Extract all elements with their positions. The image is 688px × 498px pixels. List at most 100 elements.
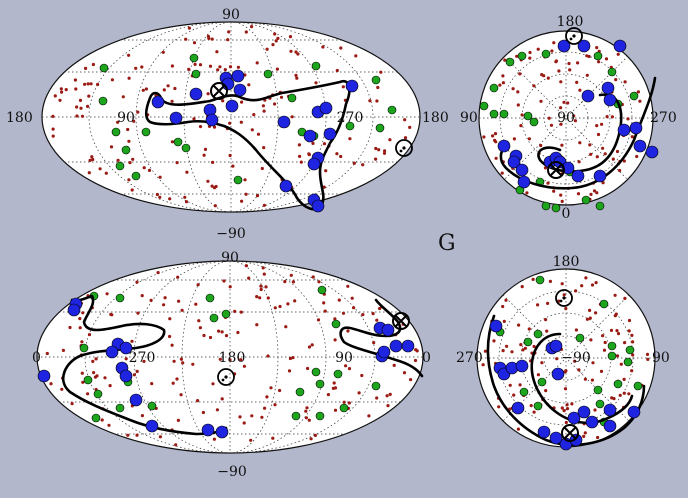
red-dot [221, 99, 225, 103]
label-left: 90 [460, 110, 478, 126]
blue-point [401, 339, 415, 353]
red-dot [567, 61, 571, 66]
red-dot [162, 88, 166, 92]
red-dot [250, 128, 254, 132]
blue-point [37, 369, 51, 383]
red-dot [135, 280, 139, 284]
red-dot [215, 50, 219, 54]
blue-point [593, 169, 607, 183]
red-dot [166, 84, 170, 88]
blue-point [277, 115, 291, 129]
red-dot [618, 393, 622, 397]
red-dot [565, 403, 569, 407]
red-dot [323, 309, 327, 313]
red-dot [250, 25, 254, 29]
label-center: 90 [557, 110, 575, 126]
red-dot [577, 160, 581, 164]
red-dot [388, 392, 392, 396]
crossed-circle-marker [210, 82, 228, 100]
red-dot [231, 164, 235, 168]
red-dot [360, 373, 364, 378]
red-dot [100, 418, 104, 422]
blue-point [279, 179, 293, 193]
red-dot [610, 115, 615, 119]
red-dot [578, 88, 582, 92]
green-point [581, 195, 591, 205]
red-dot [502, 319, 506, 323]
blue-point [581, 89, 595, 103]
green-point [98, 96, 108, 106]
red-dot [631, 340, 635, 344]
red-dot [326, 393, 330, 397]
red-dot [158, 435, 162, 439]
red-dot [576, 61, 580, 65]
red-dot [202, 333, 206, 338]
dotted-circle-marker [565, 27, 583, 45]
red-dot [577, 368, 581, 372]
green-point [315, 411, 325, 421]
red-dot [81, 380, 85, 384]
red-dot [104, 171, 108, 175]
blue-point [603, 93, 617, 107]
red-dot [529, 404, 533, 408]
red-dot [519, 124, 523, 128]
red-dot [163, 296, 167, 300]
red-dot [578, 141, 582, 145]
red-dot [222, 279, 226, 283]
red-dot [116, 120, 120, 124]
red-dot [565, 407, 570, 411]
blue-point [67, 303, 81, 317]
red-dot [58, 98, 62, 102]
red-dot [255, 61, 259, 65]
red-dot [547, 116, 551, 120]
red-dot [520, 113, 524, 117]
red-dot [527, 137, 532, 141]
label-left-mid: 270 [129, 350, 156, 366]
green-point [339, 403, 349, 413]
red-dot [309, 437, 313, 441]
red-dot [240, 100, 244, 104]
red-dot [350, 296, 354, 300]
red-dot [352, 306, 356, 310]
red-dot [552, 189, 556, 193]
red-dot [213, 204, 217, 208]
blue-point [577, 405, 591, 419]
red-dot [481, 363, 485, 367]
red-dot [545, 329, 549, 333]
red-dot [83, 82, 87, 86]
red-dot [185, 170, 189, 174]
red-dot [554, 60, 558, 64]
red-dot [519, 343, 523, 347]
red-dot [354, 54, 358, 58]
red-dot [595, 46, 599, 50]
red-dot [289, 49, 293, 53]
green-point [541, 49, 551, 59]
red-dot [130, 188, 134, 192]
red-dot [80, 114, 85, 118]
red-dot [192, 41, 197, 45]
red-dot [170, 140, 174, 144]
red-dot [337, 298, 341, 302]
red-dot [493, 138, 497, 142]
label-center: 90 [117, 110, 135, 126]
red-dot [555, 357, 559, 361]
red-dot [597, 60, 601, 64]
red-dot [88, 158, 92, 162]
red-dot [603, 340, 607, 345]
red-dot [107, 423, 111, 427]
red-dot [342, 400, 346, 404]
green-point [83, 375, 93, 385]
red-dot [403, 118, 407, 122]
red-dot [273, 306, 277, 310]
red-dot [562, 409, 566, 413]
red-dot [283, 280, 287, 284]
blue-point [617, 123, 631, 137]
green-points [98, 53, 397, 185]
red-dot [242, 364, 246, 368]
green-point [623, 357, 633, 367]
red-dot [208, 335, 213, 340]
blue-point [145, 419, 159, 433]
red-dot [573, 119, 578, 123]
red-dot [127, 76, 131, 80]
red-dot [631, 353, 635, 357]
